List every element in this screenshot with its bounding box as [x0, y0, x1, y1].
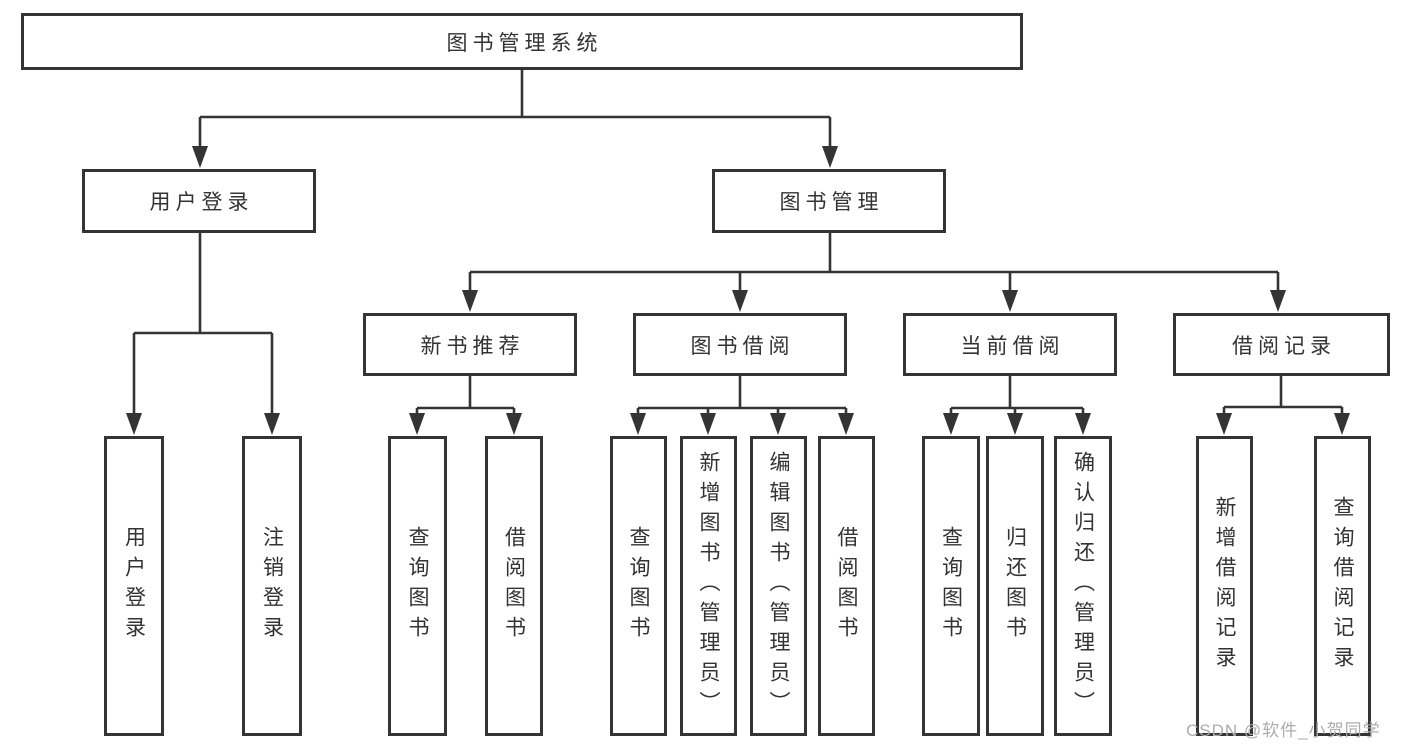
node-label: 借阅图书	[835, 526, 858, 646]
node-label: 新书推荐	[420, 334, 525, 358]
node-label: 新增借阅记录	[1213, 496, 1236, 676]
leaf-borrow-books-recommend: 借阅图书	[485, 436, 543, 736]
leaf-query-books-current: 查询图书	[922, 436, 980, 736]
leaf-add-borrow-record: 新增借阅记录	[1196, 436, 1253, 736]
leaf-query-books-borrowing: 查询图书	[610, 436, 667, 736]
node-label: 新增图书（管理员）	[697, 451, 720, 721]
node-label: 查询图书	[406, 526, 429, 646]
leaf-logout: 注销登录	[242, 436, 302, 736]
node-book-borrowing: 图书借阅	[633, 313, 847, 376]
node-label: 查询图书	[939, 526, 963, 646]
leaf-query-borrow-record: 查询借阅记录	[1314, 436, 1371, 736]
node-label: 注销登录	[260, 526, 284, 646]
leaf-query-books-recommend: 查询图书	[388, 436, 447, 736]
node-label: 查询图书	[627, 526, 650, 646]
node-book-management: 图书管理	[712, 169, 946, 233]
leaf-confirm-return-admin: 确认归还（管理员）	[1054, 436, 1112, 736]
node-user-login: 用户登录	[82, 169, 316, 233]
node-label: 借阅记录	[1232, 334, 1336, 358]
csdn-watermark: CSDN @软件_小贺同学	[1186, 721, 1381, 740]
node-borrowing-records: 借阅记录	[1173, 313, 1390, 376]
node-new-book-recommendation: 新书推荐	[363, 313, 577, 376]
leaf-user-login: 用户登录	[104, 436, 164, 736]
node-label: 图书管理系统	[446, 31, 603, 55]
node-label: 用户登录	[149, 191, 254, 214]
connector-path	[132, 70, 1344, 416]
node-label: 编辑图书（管理员）	[767, 451, 790, 721]
node-current-borrowing: 当前借阅	[903, 313, 1117, 376]
node-label: 归还图书	[1003, 526, 1027, 646]
leaf-borrow-books: 借阅图书	[818, 436, 875, 736]
arrowheads	[126, 146, 1350, 435]
node-root-system: 图书管理系统	[21, 13, 1023, 70]
node-label: 用户登录	[122, 526, 146, 646]
leaf-return-books: 归还图书	[986, 436, 1044, 736]
node-label: 确认归还（管理员）	[1071, 451, 1095, 721]
node-label: 查询借阅记录	[1331, 496, 1354, 676]
node-label: 当前借阅	[960, 334, 1065, 358]
node-label: 图书借阅	[690, 334, 795, 358]
leaf-edit-books-admin: 编辑图书（管理员）	[750, 436, 807, 736]
node-label: 借阅图书	[502, 526, 526, 646]
leaf-add-books-admin: 新增图书（管理员）	[680, 436, 737, 736]
node-label: 图书管理	[779, 191, 884, 214]
